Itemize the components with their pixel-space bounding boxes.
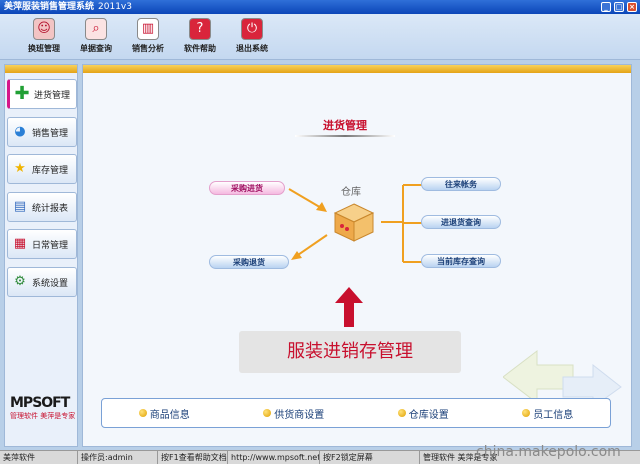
- system-banner: 服装进销存管理: [239, 331, 461, 373]
- toolbar-label: 单据查询: [80, 44, 112, 53]
- purchase-in-button[interactable]: 采购进货: [209, 181, 285, 195]
- search-icon: ⌕: [85, 18, 107, 40]
- plus-icon: ✚: [14, 83, 30, 104]
- toolbar-label: 换班管理: [28, 44, 60, 53]
- stock-query-button[interactable]: 当前库存查询: [421, 254, 501, 268]
- star-icon: ★: [14, 161, 26, 176]
- exit-system-button[interactable]: ⏻ 退出系统: [230, 18, 274, 58]
- sidebar-item-daily[interactable]: ▦ 日常管理: [7, 229, 77, 259]
- sidebar-item-settings[interactable]: ⚙ 系统设置: [7, 267, 77, 297]
- toolbar: ☺ 换班管理 ⌕ 单据查询 ▥ 销售分析 ? 软件帮助 ⏻ 退出系统: [0, 14, 640, 60]
- product-info-link[interactable]: 商品信息: [138, 406, 190, 421]
- title-underline: [295, 135, 395, 137]
- main-panel: 进货管理 采购进货 采购退货 仓库 往来帐务 进退货查询 当前库存查询 服装进销…: [82, 64, 632, 447]
- help-icon: ?: [189, 18, 211, 40]
- sidebar-item-label: 统计报表: [32, 203, 69, 214]
- calendar-icon: ▦: [13, 236, 27, 251]
- window-title: 美萍服装销售管理系统: [4, 2, 95, 12]
- window-controls: _ □ ×: [601, 2, 637, 12]
- sidebar-item-label: 日常管理: [32, 240, 69, 251]
- sidebar-item-sales[interactable]: ◕ 销售管理: [7, 117, 77, 147]
- flow-connectors: [288, 184, 423, 263]
- toolbar-label: 销售分析: [132, 44, 164, 53]
- minimize-button[interactable]: _: [601, 2, 611, 12]
- status-website: http://www.mpsoft.net: [228, 451, 320, 464]
- software-help-button[interactable]: ? 软件帮助: [178, 18, 222, 58]
- bullet-icon: [397, 409, 406, 417]
- sales-analysis-button[interactable]: ▥ 销售分析: [126, 18, 170, 58]
- up-arrow-icon: [335, 287, 363, 327]
- brand-slogan: 管理软件 美萍是专家: [10, 412, 76, 420]
- status-slogan: 管理软件 美萍是专家: [423, 453, 498, 462]
- sidebar-item-label: 销售管理: [32, 128, 69, 139]
- pie-chart-icon: ◕: [14, 124, 26, 139]
- sidebar: ✚ 进货管理 ◕ 销售管理 ★ 库存管理 ▤ 统计报表 ▦ 日常管理 ⚙ 系统设…: [4, 64, 78, 447]
- status-operator: 操作员:admin: [78, 451, 158, 464]
- purchase-query-button[interactable]: 进退货查询: [421, 215, 501, 229]
- quick-links-bar: 商品信息 供货商设置 仓库设置 员工信息: [101, 398, 611, 428]
- status-lock-hint: 按F2锁定屏幕: [320, 451, 420, 464]
- sidebar-header: [5, 65, 77, 73]
- brand-block: MPSOFT 管理软件 美萍是专家: [10, 395, 76, 421]
- sidebar-item-purchase[interactable]: ✚ 进货管理: [7, 79, 77, 109]
- power-icon: ⏻: [241, 18, 263, 40]
- accounts-button[interactable]: 往来帐务: [421, 177, 501, 191]
- supplier-settings-link[interactable]: 供货商设置: [263, 406, 324, 421]
- link-label: 仓库设置: [408, 409, 449, 421]
- toolbar-label: 软件帮助: [184, 44, 216, 53]
- watermark: china.makepolo.com: [476, 444, 621, 460]
- staff-info-link[interactable]: 员工信息: [522, 406, 573, 421]
- maximize-button[interactable]: □: [614, 2, 624, 12]
- warehouse-label: 仓库: [341, 187, 361, 198]
- sidebar-item-label: 库存管理: [32, 165, 69, 176]
- sidebar-item-inventory[interactable]: ★ 库存管理: [7, 154, 77, 184]
- close-button[interactable]: ×: [627, 2, 637, 12]
- bullet-icon: [263, 409, 272, 417]
- shift-management-button[interactable]: ☺ 换班管理: [22, 18, 66, 58]
- warehouse-settings-link[interactable]: 仓库设置: [397, 406, 449, 421]
- gear-icon: ⚙: [14, 274, 26, 289]
- sidebar-item-label: 进货管理: [34, 90, 71, 101]
- sidebar-item-reports[interactable]: ▤ 统计报表: [7, 192, 77, 222]
- warehouse-box-icon: [333, 203, 375, 242]
- status-help-hint: 按F1查看帮助文档: [158, 451, 228, 464]
- link-label: 员工信息: [533, 409, 574, 421]
- link-label: 供货商设置: [274, 409, 325, 421]
- window-version: 2011v3: [98, 2, 132, 12]
- user-switch-icon: ☺: [33, 18, 55, 40]
- bullet-icon: [522, 409, 531, 417]
- purchase-return-button[interactable]: 采购退货: [209, 255, 289, 269]
- document-query-button[interactable]: ⌕ 单据查询: [74, 18, 118, 58]
- status-app: 美萍软件: [0, 451, 78, 464]
- report-icon: ▤: [13, 199, 27, 214]
- link-label: 商品信息: [149, 409, 190, 421]
- main-header-strip: [83, 65, 631, 73]
- toolbar-label: 退出系统: [236, 44, 268, 53]
- page-title: 进货管理: [323, 119, 367, 132]
- sidebar-item-label: 系统设置: [32, 278, 69, 289]
- bullet-icon: [138, 409, 147, 417]
- bar-chart-icon: ▥: [137, 18, 159, 40]
- status-bar: 美萍软件 操作员:admin 按F1查看帮助文档 http://www.mpso…: [0, 450, 640, 464]
- brand-logo: MPSOFT: [10, 395, 70, 411]
